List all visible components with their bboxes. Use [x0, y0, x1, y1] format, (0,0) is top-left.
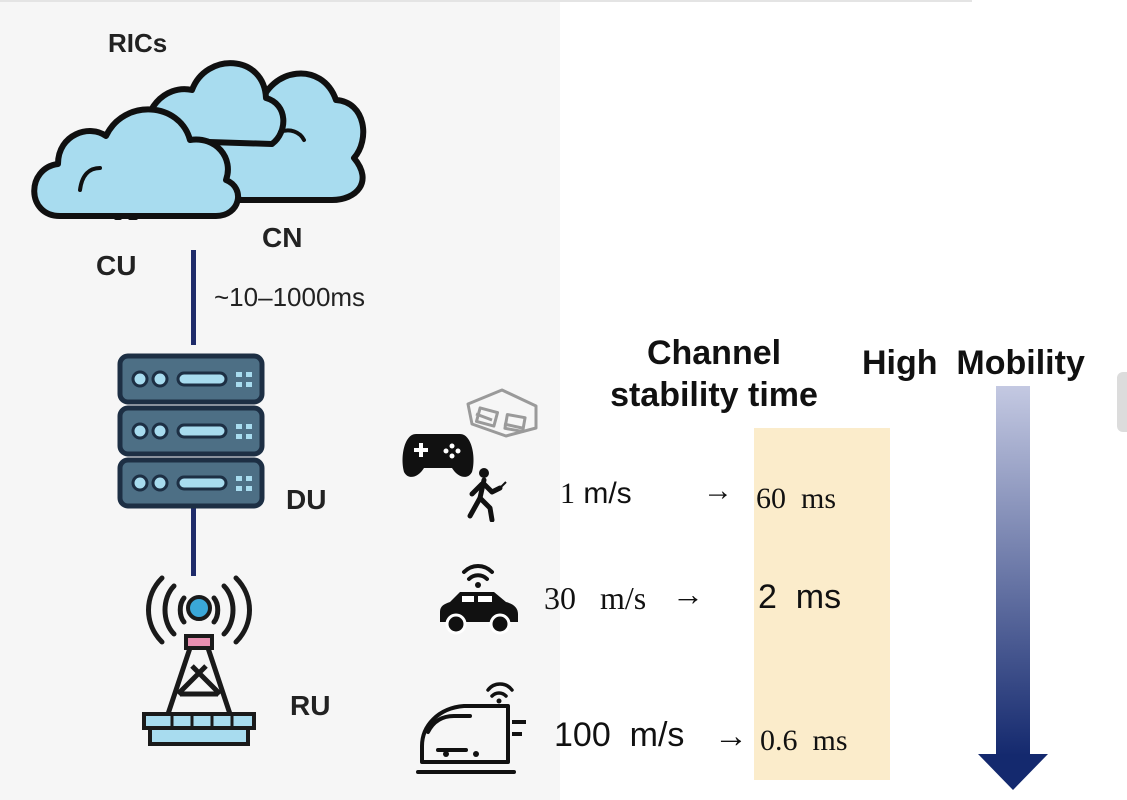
stability-time-3: 0.6 ms [760, 724, 848, 757]
cloud-icon [31, 60, 367, 220]
high-speed-train-icon [416, 682, 526, 774]
ru-label: RU [290, 690, 331, 721]
arrow-1: → [703, 474, 733, 507]
top-divider [0, 0, 972, 2]
walking-person-icon [467, 468, 507, 522]
vr-glasses-icon [466, 388, 538, 438]
high-mobility-header: High Mobility [862, 344, 1085, 382]
gamepad-icon [402, 434, 474, 477]
down-arrow-icon [978, 386, 1048, 790]
du-label: DU [286, 484, 327, 515]
du-ru-link [191, 506, 196, 576]
cu-du-link [191, 250, 196, 345]
stability-time-highlight [754, 428, 890, 780]
channel-stability-header: Channel stability time [590, 332, 838, 416]
stability-time-1: 60 ms [756, 482, 837, 515]
speed-unit-1: m/s [583, 477, 632, 510]
fronthaul-latency-label: ~10–1000ms [214, 282, 366, 312]
channel-header-line2: stability time [610, 376, 818, 414]
cu-label: CU [96, 250, 137, 281]
arrow-3: → [714, 718, 748, 755]
cn-label: CN [262, 222, 303, 253]
speed-value-1: 1 [560, 477, 575, 510]
stability-time-2: 2 ms [758, 578, 842, 616]
server-rack-icon [117, 353, 265, 509]
side-scroll-handle[interactable] [1117, 372, 1127, 432]
arrow-2: → [672, 576, 704, 612]
speed-row-1: 1 m/s [560, 477, 632, 511]
connected-car-icon [440, 564, 518, 635]
radio-tower-icon [142, 575, 256, 746]
speed-row-2: 30 m/s [544, 580, 647, 616]
rics-label: RICs [108, 28, 168, 58]
channel-header-line1: Channel [646, 334, 782, 372]
speed-row-3: 100 m/s [554, 716, 685, 754]
